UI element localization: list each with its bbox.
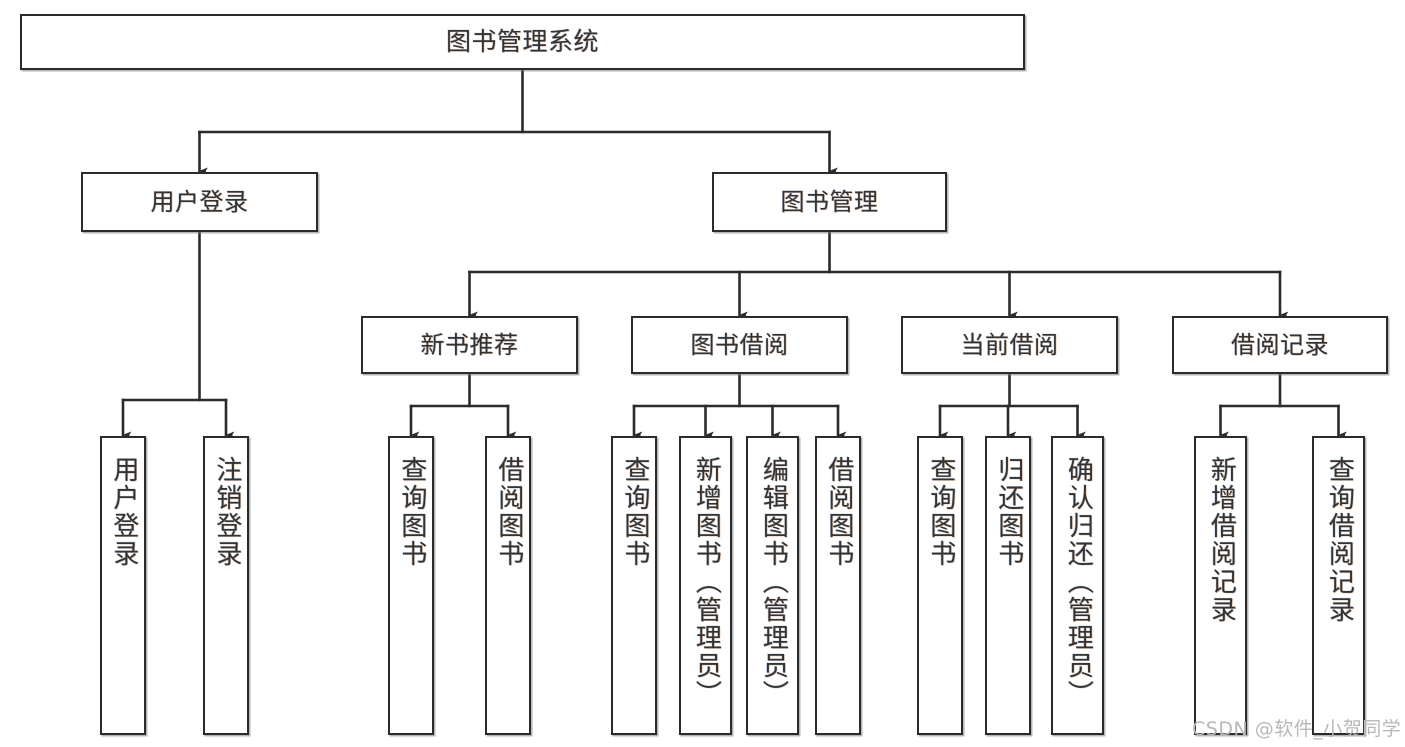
node-label-book-borrow: 图书借阅 [690, 330, 789, 359]
node-leaf-user-login[interactable]: 用户登录 [100, 436, 146, 735]
node-leaf-logout[interactable]: 注销登录 [203, 436, 249, 735]
node-borrow-record[interactable]: 借阅记录 [1172, 316, 1388, 374]
node-label-leaf-edit-book: 编辑图书（管理员） [758, 456, 789, 708]
node-leaf-borrow-1[interactable]: 借阅图书 [485, 436, 531, 735]
node-book-manage[interactable]: 图书管理 [712, 172, 947, 232]
node-current-borrow[interactable]: 当前借阅 [901, 316, 1118, 374]
node-leaf-confirm[interactable]: 确认归还（管理员） [1051, 436, 1104, 735]
node-leaf-query-3[interactable]: 查询图书 [917, 436, 963, 735]
node-label-leaf-query-2: 查询图书 [619, 456, 650, 568]
node-leaf-query-1[interactable]: 查询图书 [388, 436, 434, 735]
node-label-leaf-add-rec: 新增借阅记录 [1206, 456, 1237, 624]
node-label-book-manage: 图书管理 [780, 187, 879, 216]
node-label-user-login: 用户登录 [150, 187, 249, 216]
node-label-borrow-record: 借阅记录 [1231, 330, 1329, 359]
node-label-current-borrow: 当前借阅 [960, 330, 1059, 359]
node-leaf-edit-book[interactable]: 编辑图书（管理员） [746, 436, 799, 735]
node-label-leaf-query-3: 查询图书 [925, 456, 956, 568]
node-label-root: 图书管理系统 [445, 27, 599, 57]
node-leaf-return[interactable]: 归还图书 [985, 436, 1031, 735]
node-book-borrow[interactable]: 图书借阅 [631, 316, 848, 374]
node-label-leaf-confirm: 确认归还（管理员） [1063, 456, 1094, 708]
node-leaf-query-2[interactable]: 查询图书 [611, 436, 657, 735]
node-label-leaf-add-book: 新增图书（管理员） [691, 456, 722, 708]
node-label-new-book-rec: 新书推荐 [420, 330, 519, 359]
watermark-text: CSDN @软件_小贺同学 [1192, 718, 1402, 740]
node-new-book-rec[interactable]: 新书推荐 [361, 316, 578, 374]
node-label-leaf-borrow-1: 借阅图书 [493, 456, 524, 568]
node-label-leaf-logout: 注销登录 [211, 456, 242, 568]
node-leaf-query-rec[interactable]: 查询借阅记录 [1312, 436, 1365, 735]
node-label-leaf-user-login: 用户登录 [108, 456, 139, 568]
connector-lines [121, 68, 1347, 439]
node-user-login[interactable]: 用户登录 [81, 172, 318, 232]
node-leaf-add-rec[interactable]: 新增借阅记录 [1194, 436, 1247, 735]
node-label-leaf-borrow-2: 借阅图书 [823, 456, 854, 568]
node-leaf-add-book[interactable]: 新增图书（管理员） [679, 436, 732, 735]
node-leaf-borrow-2[interactable]: 借阅图书 [815, 436, 861, 735]
node-label-leaf-query-1: 查询图书 [396, 456, 427, 568]
node-label-leaf-query-rec: 查询借阅记录 [1324, 456, 1355, 624]
node-label-leaf-return: 归还图书 [993, 456, 1024, 568]
node-root[interactable]: 图书管理系统 [20, 14, 1025, 70]
